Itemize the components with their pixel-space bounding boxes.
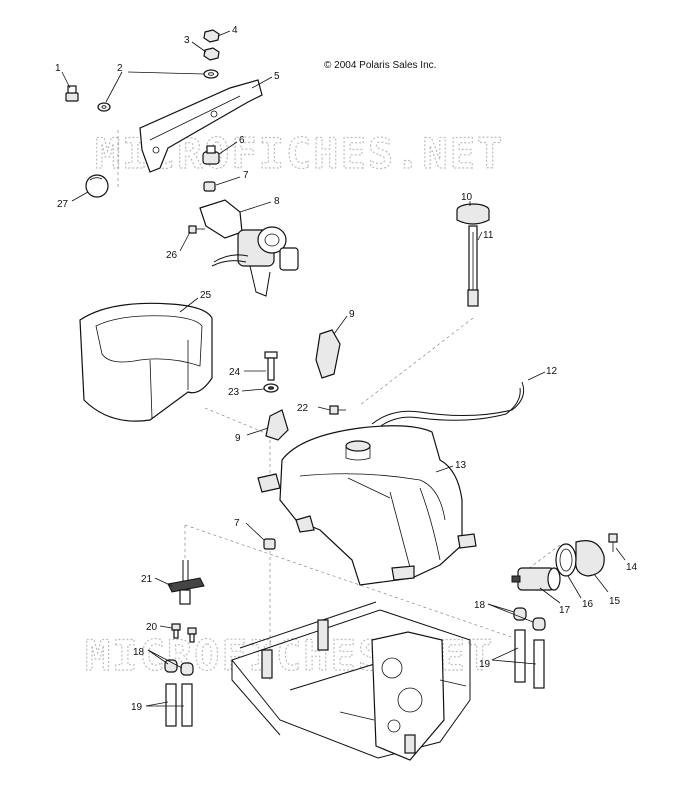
- callout-4: 4: [232, 25, 238, 36]
- part-9-guard-lower: [265, 409, 289, 441]
- part-19-hose-right: [514, 629, 545, 689]
- part-14-screw: [608, 533, 618, 552]
- callout-8: 8: [274, 196, 280, 207]
- part-17-fuel-pump: [511, 567, 561, 591]
- callout-9-upper: 9: [349, 309, 355, 320]
- callout-17: 17: [559, 605, 571, 616]
- part-18-clamp-right: [513, 607, 546, 631]
- callout-19-left: 19: [131, 702, 143, 713]
- part-25-foam-pad: [79, 302, 213, 422]
- callout-10: 10: [461, 192, 473, 203]
- callout-19-right: 19: [479, 659, 491, 670]
- part-5-bracket: [139, 79, 263, 173]
- callout-9-lower: 9: [235, 433, 241, 444]
- part-21-fuel-valve: [167, 560, 205, 605]
- part-12-fuel-line: [371, 381, 525, 429]
- part-7-grommet-top: [203, 181, 216, 192]
- part-27-ball: [85, 174, 109, 198]
- part-1-bolt: [65, 85, 79, 102]
- part-13-fuel-tank: [257, 425, 477, 586]
- callout-21: 21: [141, 574, 153, 585]
- callout-16: 16: [582, 599, 594, 610]
- callout-14: 14: [626, 562, 638, 573]
- part-3-nut: [203, 47, 220, 61]
- leader-lines: [61, 30, 626, 707]
- part-4-nut: [203, 29, 220, 43]
- part-8-carburetor: [199, 199, 299, 297]
- copyright-notice: © 2004 Polaris Sales Inc.: [324, 60, 436, 71]
- part-7-grommet-lower: [263, 538, 276, 550]
- callout-12: 12: [546, 366, 558, 377]
- callout-13: 13: [455, 460, 467, 471]
- part-18-clamp-left: [164, 659, 194, 676]
- part-20-screw: [171, 623, 197, 643]
- callout-18-right: 18: [474, 600, 486, 611]
- callout-7-top: 7: [243, 170, 249, 181]
- part-22-fitting: [329, 405, 346, 415]
- callout-18-left: 18: [133, 647, 145, 658]
- callout-20: 20: [146, 622, 158, 633]
- callout-23: 23: [228, 387, 240, 398]
- part-15-cover: [575, 540, 605, 577]
- callout-7-lower: 7: [234, 518, 240, 529]
- part-10-fuel-cap: [456, 203, 490, 225]
- callout-24: 24: [229, 367, 241, 378]
- callout-11: 11: [483, 230, 494, 241]
- callout-22: 22: [297, 403, 309, 414]
- callout-1: 1: [55, 63, 61, 74]
- part-11-fuel-gauge-sender: [467, 225, 479, 307]
- part-24-bolt: [264, 351, 278, 381]
- callout-26: 26: [166, 250, 178, 261]
- callout-6: 6: [239, 135, 245, 146]
- part-6-mount: [202, 145, 220, 165]
- callout-25: 25: [200, 290, 212, 301]
- callout-27: 27: [57, 199, 69, 210]
- callout-5: 5: [274, 71, 280, 82]
- callout-2: 2: [117, 63, 123, 74]
- frame: [231, 601, 471, 761]
- part-16-gasket: [555, 543, 577, 577]
- callout-3: 3: [184, 35, 190, 46]
- part-23-washer: [263, 383, 279, 393]
- callout-15: 15: [609, 596, 621, 607]
- part-9-guard-upper: [315, 329, 341, 379]
- callouts: 1 2 3 4 5 6 7 8 9 9 10 11 12 13 14 15 16…: [55, 25, 638, 713]
- part-26-screw: [188, 225, 205, 234]
- part-19-hose-left: [165, 683, 193, 727]
